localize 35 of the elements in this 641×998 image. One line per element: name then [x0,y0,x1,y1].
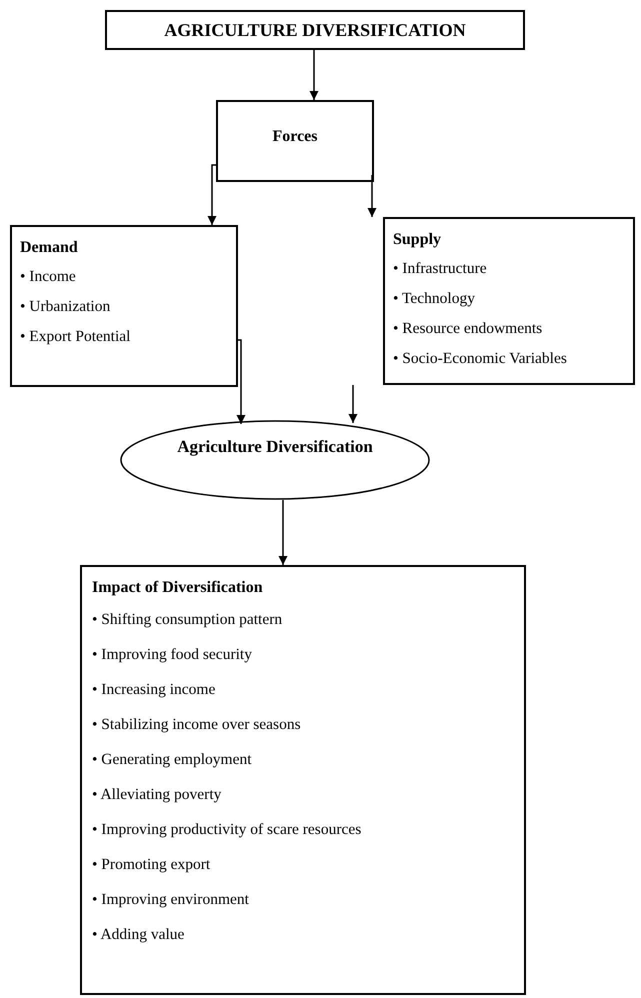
list-box [383,217,635,385]
heading: AGRICULTURE DIVERSIFICATION [163,19,467,42]
arrow [348,385,358,423]
list-item: • Resource endowments [393,319,544,339]
list-item: • Adding value [92,925,186,945]
list-box [80,565,526,995]
list-item: • Infrastructure [393,259,488,279]
list-item: • Technology [393,289,476,309]
heading: Demand [20,238,79,258]
list-item: • Generating employment [92,750,253,770]
list-item: • Improving environment [92,890,250,910]
arrow [236,339,246,424]
list-box [10,225,238,387]
heading: Agriculture Diversification [176,436,374,458]
process-box [216,100,374,182]
title-box [105,10,525,50]
list-item: • Income [20,267,77,287]
list-item: • Alleviating poverty [92,785,222,805]
list-item: • Shifting consumption pattern [92,610,284,630]
ellipse-node [120,420,430,500]
arrow [208,164,216,225]
arrow [278,500,288,565]
heading: Forces [271,127,318,147]
list-item: • Socio-Economic Variables [393,349,568,369]
arrow [368,174,376,217]
heading: Impact of Diversification [92,578,264,598]
list-item: • Urbanization [20,297,112,317]
list-item: • Export Potential [20,327,132,347]
list-item: • Stabilizing income over seasons [92,715,302,735]
list-item: • Promoting export [92,855,212,875]
list-item: • Increasing income [92,680,216,700]
heading: Supply [393,230,442,250]
list-item: • Improving food security [92,645,253,665]
arrow [310,50,318,100]
list-item: • Improving productivity of scare resources [92,820,362,840]
